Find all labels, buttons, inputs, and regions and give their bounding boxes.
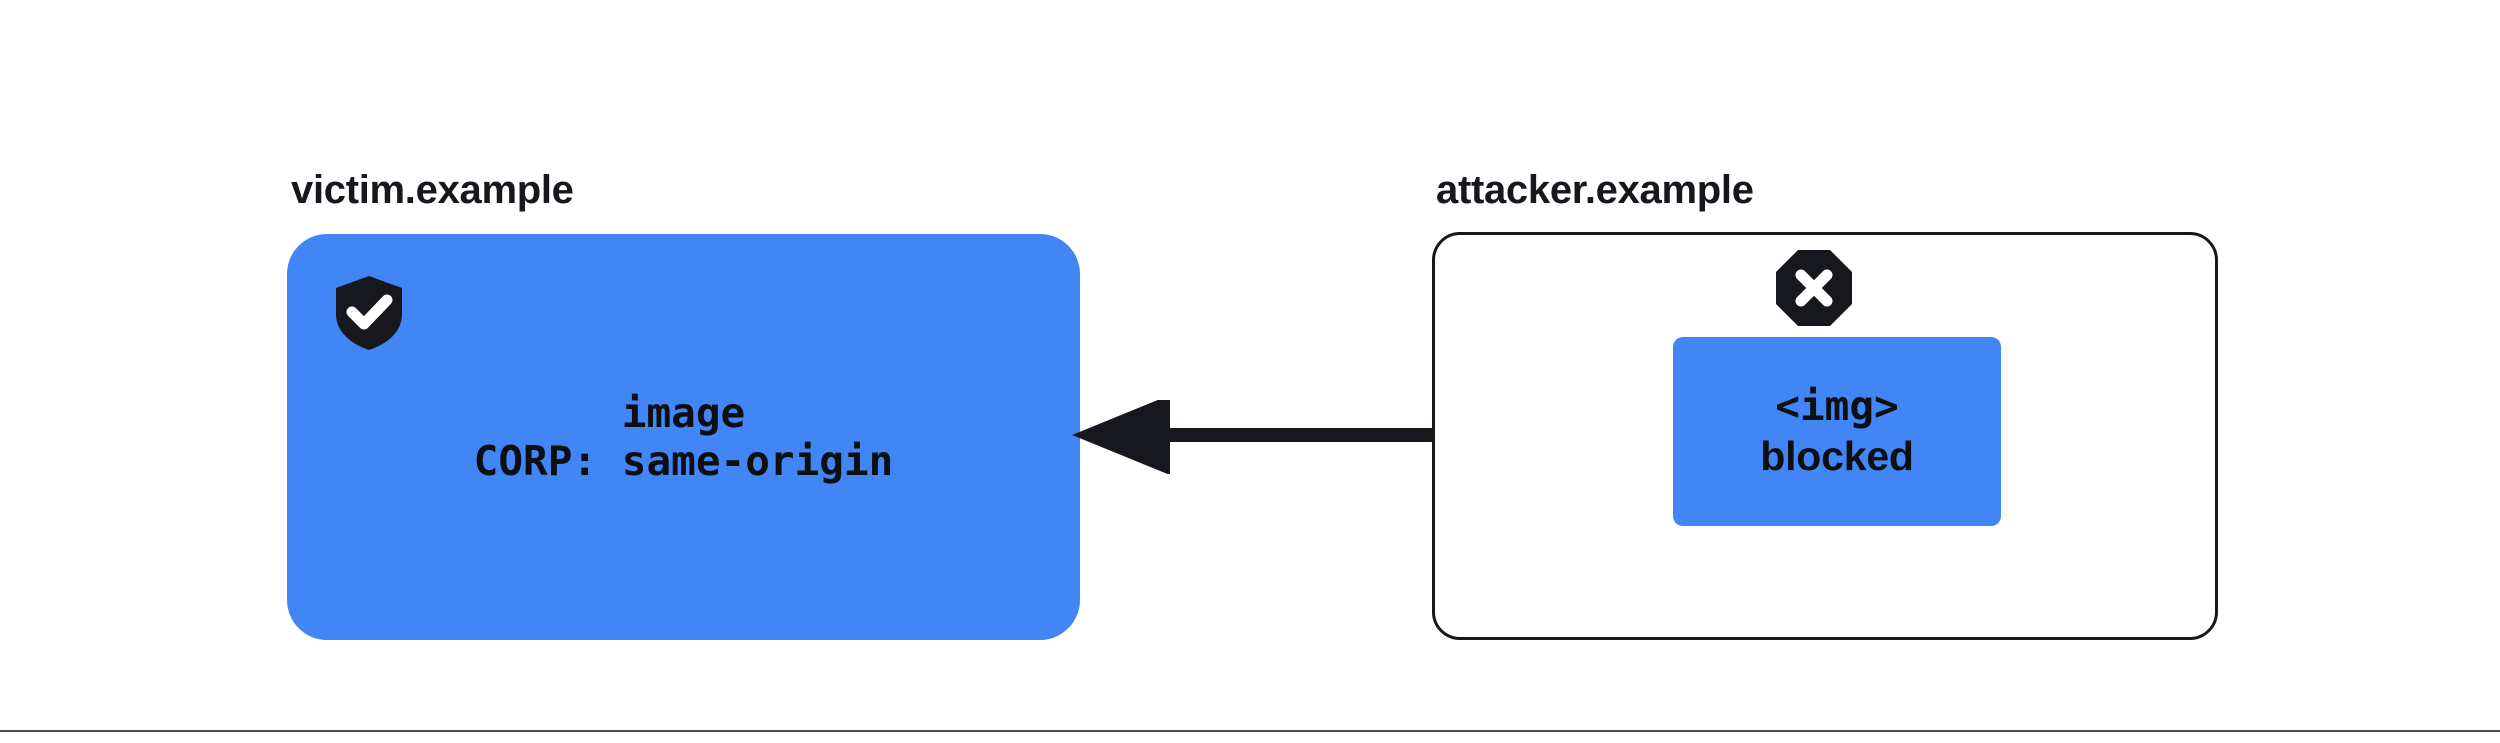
attacker-img-tag: <img> [1775, 382, 1899, 431]
octagon-x-icon [1775, 249, 1853, 327]
victim-origin-label: victim.example [291, 168, 574, 212]
attacker-origin-label: attacker.example [1436, 168, 1754, 212]
victim-resource-name: image [621, 388, 746, 437]
attacker-img-embed-box: <img> blocked [1673, 337, 2001, 526]
victim-resource-text: image CORP: same-origin [287, 234, 1080, 640]
victim-origin-panel: image CORP: same-origin [287, 234, 1080, 640]
attacker-blocked-status: blocked [1760, 432, 1914, 479]
shield-check-icon [330, 274, 408, 352]
victim-corp-header: CORP: same-origin [473, 437, 894, 485]
footer-divider [0, 730, 2500, 732]
